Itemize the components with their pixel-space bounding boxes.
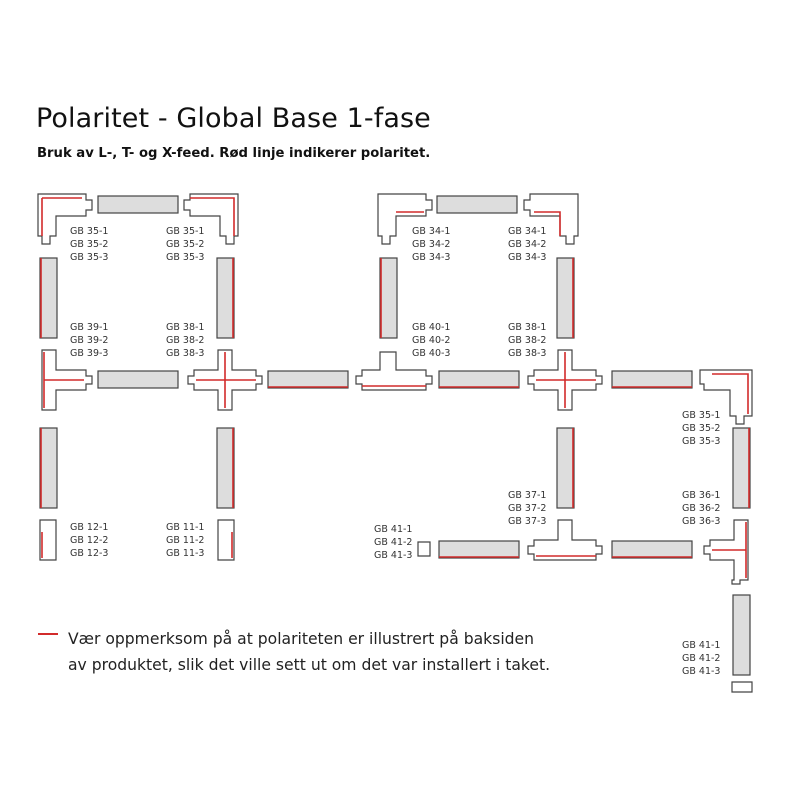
label-line: GB 11-1 xyxy=(166,522,204,533)
label-line: GB 34-1 xyxy=(412,226,450,237)
track-v-2 xyxy=(216,257,235,339)
page-subtitle: Bruk av L-, T- og X-feed. Rød linje indi… xyxy=(37,146,431,161)
label-gb35-tr: GB 35-1 GB 35-2 GB 35-3 xyxy=(166,226,204,263)
label-line: GB 38-2 xyxy=(508,335,546,346)
label-gb37: GB 37-1 GB 37-2 GB 37-3 xyxy=(508,490,546,527)
label-gb35-tl: GB 35-1 GB 35-2 GB 35-3 xyxy=(70,226,108,263)
label-gb11: GB 11-1 GB 11-2 GB 11-3 xyxy=(166,522,204,559)
label-line: GB 12-1 xyxy=(70,522,108,533)
track-h-3 xyxy=(97,370,179,389)
label-line: GB 40-3 xyxy=(412,348,450,359)
label-line: GB 36-1 xyxy=(682,490,720,501)
label-line: GB 38-3 xyxy=(166,348,204,359)
label-line: GB 39-1 xyxy=(70,322,108,333)
label-line: GB 39-3 xyxy=(70,348,108,359)
track-v-8 xyxy=(732,427,751,509)
label-line: GB 40-2 xyxy=(412,335,450,346)
l-connector xyxy=(37,193,93,245)
page-title: Polaritet - Global Base 1-fase xyxy=(36,103,431,134)
t-connector xyxy=(527,519,603,561)
label-line: GB 41-2 xyxy=(374,537,412,548)
note-line-1: Vær oppmerksom på at polariteten er illu… xyxy=(68,630,535,648)
track-h-8 xyxy=(611,540,693,559)
end-cap xyxy=(731,681,753,693)
label-line: GB 36-2 xyxy=(682,503,720,514)
track-v-4 xyxy=(556,257,575,339)
label-line: GB 12-2 xyxy=(70,535,108,546)
track-v-1 xyxy=(39,257,58,339)
end-cap xyxy=(217,519,235,561)
label-line: GB 35-1 xyxy=(70,226,108,237)
label-gb12: GB 12-1 GB 12-2 GB 12-3 xyxy=(70,522,108,559)
label-line: GB 41-3 xyxy=(374,550,412,561)
track-h-5 xyxy=(438,370,520,389)
label-line: GB 35-2 xyxy=(166,239,204,250)
label-line: GB 41-2 xyxy=(682,653,720,664)
t-connector xyxy=(41,349,93,411)
label-line: GB 35-1 xyxy=(682,410,720,421)
label-gb35-r: GB 35-1 GB 35-2 GB 35-3 xyxy=(682,410,720,447)
label-gb38-b: GB 38-1 GB 38-2 GB 38-3 xyxy=(508,322,546,359)
label-line: GB 41-1 xyxy=(682,640,720,651)
track-h-7 xyxy=(438,540,520,559)
label-line: GB 34-2 xyxy=(508,239,546,250)
label-gb39: GB 39-1 GB 39-2 GB 39-3 xyxy=(70,322,108,359)
track-h-6 xyxy=(611,370,693,389)
label-line: GB 34-2 xyxy=(412,239,450,250)
end-cap xyxy=(39,519,57,561)
track-h-1 xyxy=(97,195,179,214)
x-connector xyxy=(527,349,603,411)
track-v-3 xyxy=(379,257,398,339)
label-line: GB 37-3 xyxy=(508,516,546,527)
label-line: GB 40-1 xyxy=(412,322,450,333)
label-line: GB 36-3 xyxy=(682,516,720,527)
polarity-legend-mark xyxy=(38,633,58,635)
label-line: GB 38-1 xyxy=(508,322,546,333)
label-line: GB 34-1 xyxy=(508,226,546,237)
l-connector xyxy=(377,193,433,245)
l-connector xyxy=(699,369,753,425)
track-v-6 xyxy=(216,427,235,509)
track-h-4 xyxy=(267,370,349,389)
note-line-2: av produktet, slik det ville sett ut om … xyxy=(68,656,551,674)
label-line: GB 41-1 xyxy=(374,524,412,535)
label-gb34-tr: GB 34-1 GB 34-2 GB 34-3 xyxy=(508,226,546,263)
label-line: GB 38-2 xyxy=(166,335,204,346)
label-line: GB 37-1 xyxy=(508,490,546,501)
end-cap xyxy=(417,541,431,557)
label-line: GB 39-2 xyxy=(70,335,108,346)
label-gb41-b: GB 41-1 GB 41-2 GB 41-3 xyxy=(682,640,720,677)
label-line: GB 12-3 xyxy=(70,548,108,559)
track-v-7 xyxy=(556,427,575,509)
l-connector xyxy=(183,193,239,245)
polarity-note: Vær oppmerksom på at polariteten er illu… xyxy=(68,626,550,678)
l-connector xyxy=(523,193,579,245)
track-h-2 xyxy=(436,195,518,214)
label-line: GB 38-1 xyxy=(166,322,204,333)
label-line: GB 35-3 xyxy=(682,436,720,447)
label-line: GB 11-3 xyxy=(166,548,204,559)
label-line: GB 35-2 xyxy=(70,239,108,250)
label-line: GB 35-2 xyxy=(682,423,720,434)
label-line: GB 35-3 xyxy=(70,252,108,263)
label-gb36: GB 36-1 GB 36-2 GB 36-3 xyxy=(682,490,720,527)
x-connector xyxy=(187,349,263,411)
label-line: GB 41-3 xyxy=(682,666,720,677)
t-connector xyxy=(355,351,433,391)
label-line: GB 34-3 xyxy=(508,252,546,263)
label-line: GB 11-2 xyxy=(166,535,204,546)
label-line: GB 35-3 xyxy=(166,252,204,263)
track-v-9 xyxy=(732,594,751,676)
track-v-5 xyxy=(39,427,58,509)
label-gb41-a: GB 41-1 GB 41-2 GB 41-3 xyxy=(374,524,412,561)
label-line: GB 37-2 xyxy=(508,503,546,514)
label-gb38-a: GB 38-1 GB 38-2 GB 38-3 xyxy=(166,322,204,359)
label-gb34-tl: GB 34-1 GB 34-2 GB 34-3 xyxy=(412,226,450,263)
label-gb40: GB 40-1 GB 40-2 GB 40-3 xyxy=(412,322,450,359)
t-connector xyxy=(703,519,749,585)
label-line: GB 38-3 xyxy=(508,348,546,359)
label-line: GB 34-3 xyxy=(412,252,450,263)
label-line: GB 35-1 xyxy=(166,226,204,237)
